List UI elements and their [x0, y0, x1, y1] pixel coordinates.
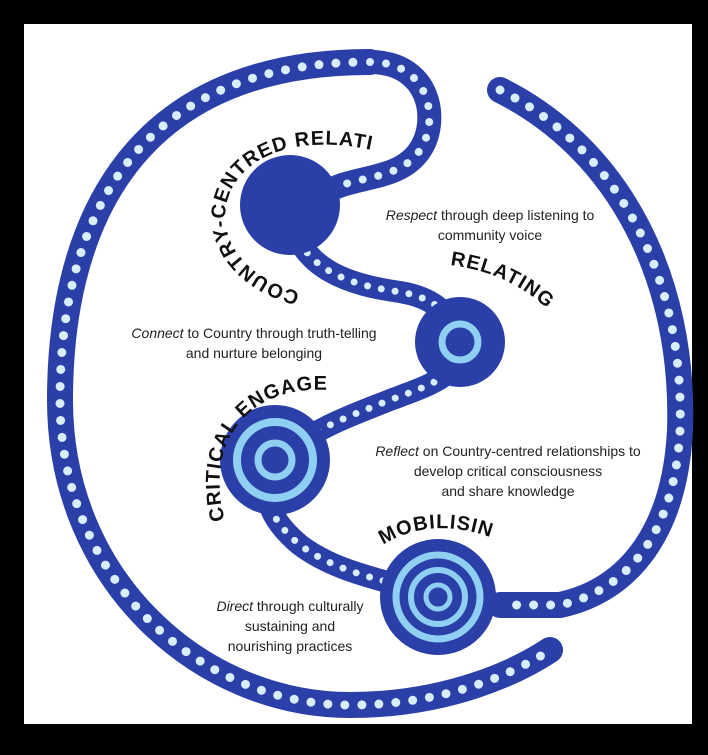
outer-ring-right — [500, 90, 680, 605]
desc-respect: Respect through deep listening to commun… — [386, 207, 595, 243]
node-relating — [415, 297, 505, 387]
desc-reflect-verb: Reflect — [375, 443, 420, 459]
desc-direct: Direct through culturally sustaining and… — [216, 598, 363, 654]
svg-text:Connect to Country through tru: Connect to Country through truth-telling — [131, 325, 376, 341]
desc-reflect-line3: and share knowledge — [441, 483, 574, 499]
node-country-centred — [240, 155, 340, 255]
desc-connect: Connect to Country through truth-telling… — [131, 325, 376, 361]
desc-direct-verb: Direct — [216, 598, 254, 614]
top-hook — [330, 62, 429, 190]
svg-text:Direct through culturally: Direct through culturally — [216, 598, 363, 614]
svg-text:Reflect on Country-centred rel: Reflect on Country-centred relationships… — [375, 443, 641, 459]
desc-connect-verb: Connect — [131, 325, 184, 341]
desc-respect-line2: community voice — [438, 227, 542, 243]
desc-direct-rest: through culturally — [253, 598, 364, 614]
inner-path — [267, 215, 460, 595]
desc-connect-rest: to Country through truth-telling — [184, 325, 377, 341]
desc-respect-verb: Respect — [386, 207, 438, 223]
svg-text:Respect through deep listening: Respect through deep listening to — [386, 207, 595, 223]
desc-respect-rest: through deep listening to — [437, 207, 594, 223]
desc-direct-line3: nourishing practices — [228, 638, 353, 654]
desc-connect-line2: and nurture belonging — [186, 345, 322, 361]
node-mobilising — [380, 539, 496, 655]
desc-direct-line2: sustaining and — [245, 618, 335, 634]
desc-reflect: Reflect on Country-centred relationships… — [375, 443, 641, 499]
diagram-canvas: COUNTRY-CENTRED RELATIONSHIPS RELATING C… — [24, 24, 692, 724]
desc-reflect-rest: on Country-centred relationships to — [419, 443, 641, 459]
desc-reflect-line2: develop critical consciousness — [414, 463, 602, 479]
